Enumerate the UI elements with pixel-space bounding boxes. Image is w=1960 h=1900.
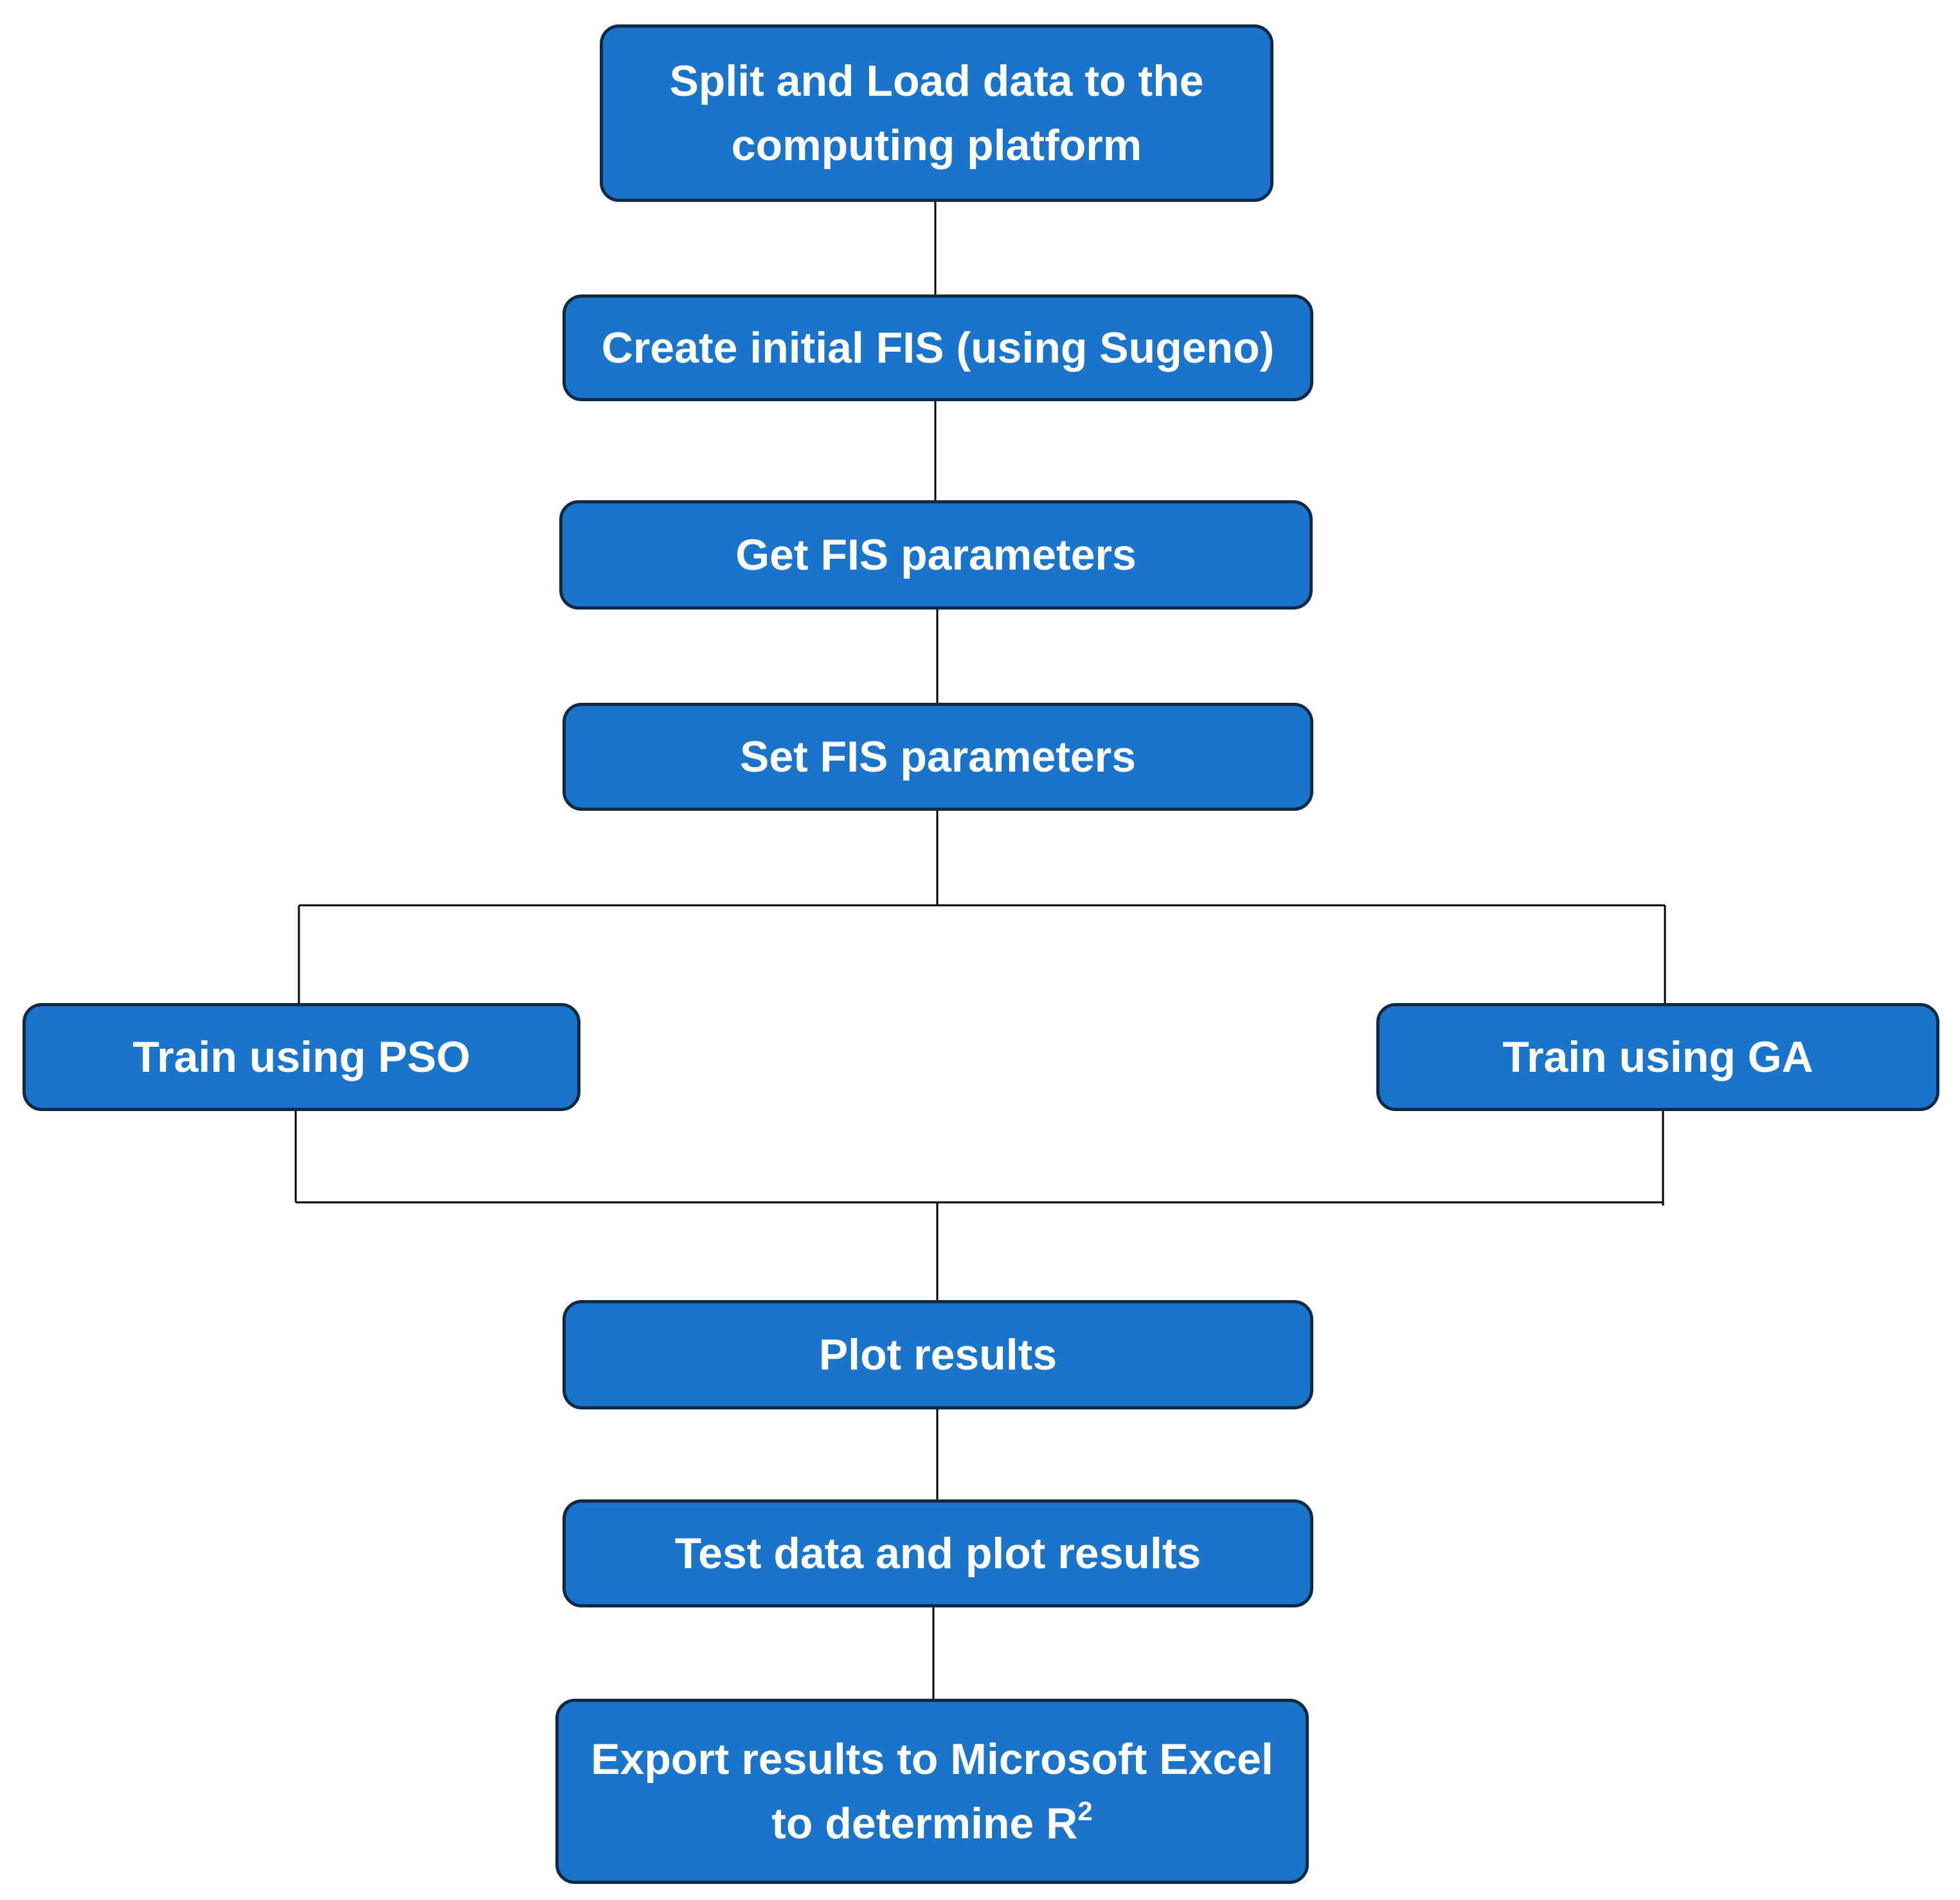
step-get-label: Get FIS parameters — [735, 530, 1137, 579]
step-export-line2: to determine R2 — [591, 1791, 1273, 1856]
step-create-initial-fis: Create initial FIS (using Sugeno) — [562, 294, 1313, 401]
step-set-fis-parameters: Set FIS parameters — [562, 703, 1313, 811]
step-export-superscript: 2 — [1077, 1796, 1093, 1827]
step-get-fis-parameters: Get FIS parameters — [559, 500, 1313, 610]
step-plot-results: Plot results — [562, 1300, 1313, 1409]
step-train-ga: Train using GA — [1376, 1003, 1939, 1111]
step-split-load-data: Split and Load data to the computing pla… — [600, 24, 1273, 202]
step-test-label: Test data and plot results — [674, 1529, 1201, 1578]
step-split-line2: computing platform — [731, 121, 1142, 170]
step-export-line1: Export results to Microsoft Excel — [591, 1735, 1273, 1784]
step-export-line2-text: to determine R — [771, 1799, 1078, 1848]
step-create-label: Create initial FIS (using Sugeno) — [601, 323, 1275, 372]
step-export-results: Export results to Microsoft Excel to det… — [555, 1699, 1309, 1884]
step-split-line1: Split and Load data to the — [669, 57, 1204, 105]
step-ga-label: Train using GA — [1502, 1033, 1813, 1081]
step-test-data: Test data and plot results — [562, 1499, 1313, 1607]
step-train-pso: Train using PSO — [22, 1003, 580, 1111]
step-pso-label: Train using PSO — [132, 1033, 471, 1081]
step-plot-label: Plot results — [818, 1330, 1057, 1379]
step-set-label: Set FIS parameters — [739, 732, 1137, 781]
